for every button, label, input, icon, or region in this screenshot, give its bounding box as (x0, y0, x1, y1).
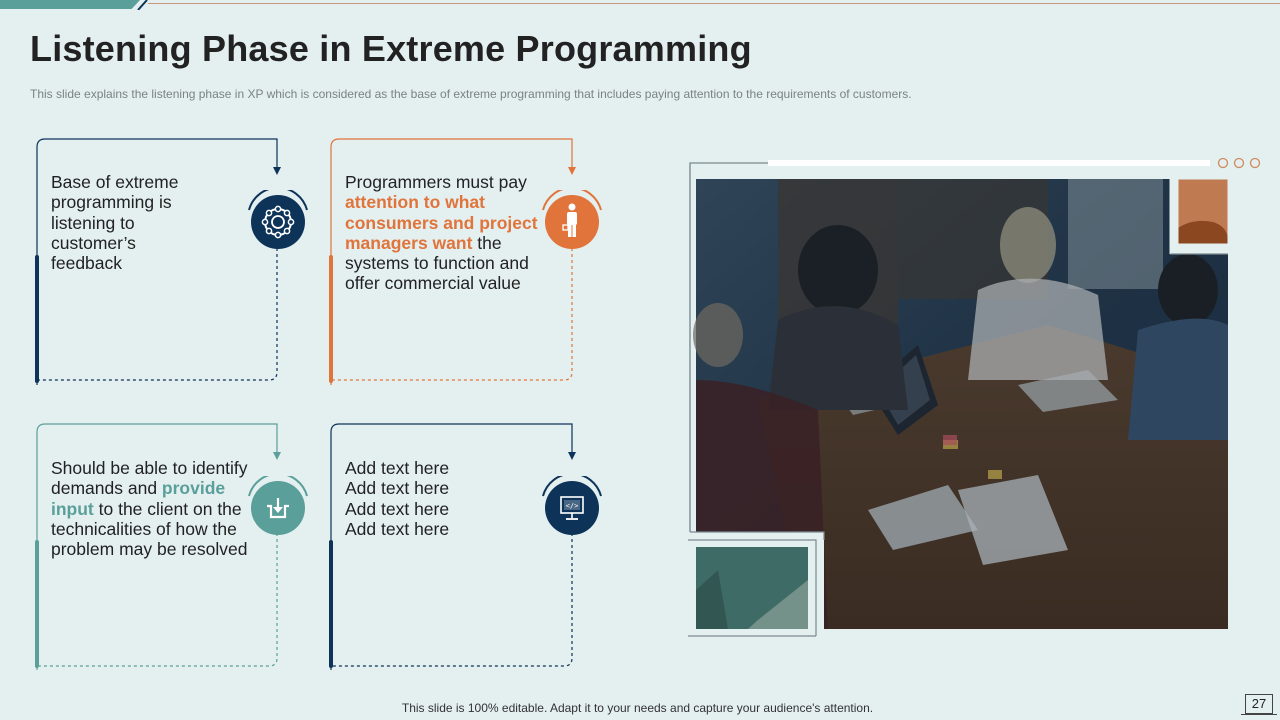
placeholder-line: Add text here (345, 498, 450, 519)
card-frame (35, 423, 281, 670)
card-frame (329, 138, 576, 385)
photo-collage (688, 150, 1268, 640)
card-frame (35, 138, 281, 385)
page-title: Listening Phase in Extreme Programming (30, 28, 752, 69)
businessman-icon (541, 190, 603, 252)
team-meeting-photo (688, 157, 1261, 640)
card-frame (329, 423, 576, 670)
card-programmers-attention: Programmers must pay attention to what c… (324, 135, 602, 390)
highlight-text: attention to what consumers and project … (345, 192, 538, 253)
top-accent-band (0, 0, 140, 9)
card-text: Should be able to identify demands and p… (51, 458, 248, 560)
card-text: Programmers must pay attention to what c… (345, 172, 538, 294)
footer-note: This slide is 100% editable. Adapt it to… (401, 701, 874, 715)
page-number: 27 (1245, 694, 1273, 714)
top-accent-slash (137, 0, 148, 10)
placeholder-line: Add text here (345, 518, 450, 539)
svg-text:</>: </> (566, 502, 579, 510)
download-tray-icon (247, 476, 309, 538)
monitor-code-icon: </> (541, 476, 603, 538)
card-text: Add text here Add text here Add text her… (345, 458, 545, 539)
network-cycle-icon (247, 190, 309, 252)
highlight-text: provide input (51, 478, 226, 519)
top-accent-line (148, 3, 1280, 4)
card-text: Base of extreme programming is listening… (51, 172, 179, 274)
page-subtitle: This slide explains the listening phase … (30, 87, 912, 101)
card-provide-input: Should be able to identify demands and p… (30, 420, 308, 675)
laptop-base-icon (1241, 714, 1277, 717)
card-listening-feedback: Base of extreme programming is listening… (30, 135, 308, 390)
card-add-text: Add text here Add text here Add text her… (324, 420, 602, 675)
placeholder-line: Add text here (345, 478, 450, 499)
placeholder-line: Add text here (345, 458, 450, 478)
